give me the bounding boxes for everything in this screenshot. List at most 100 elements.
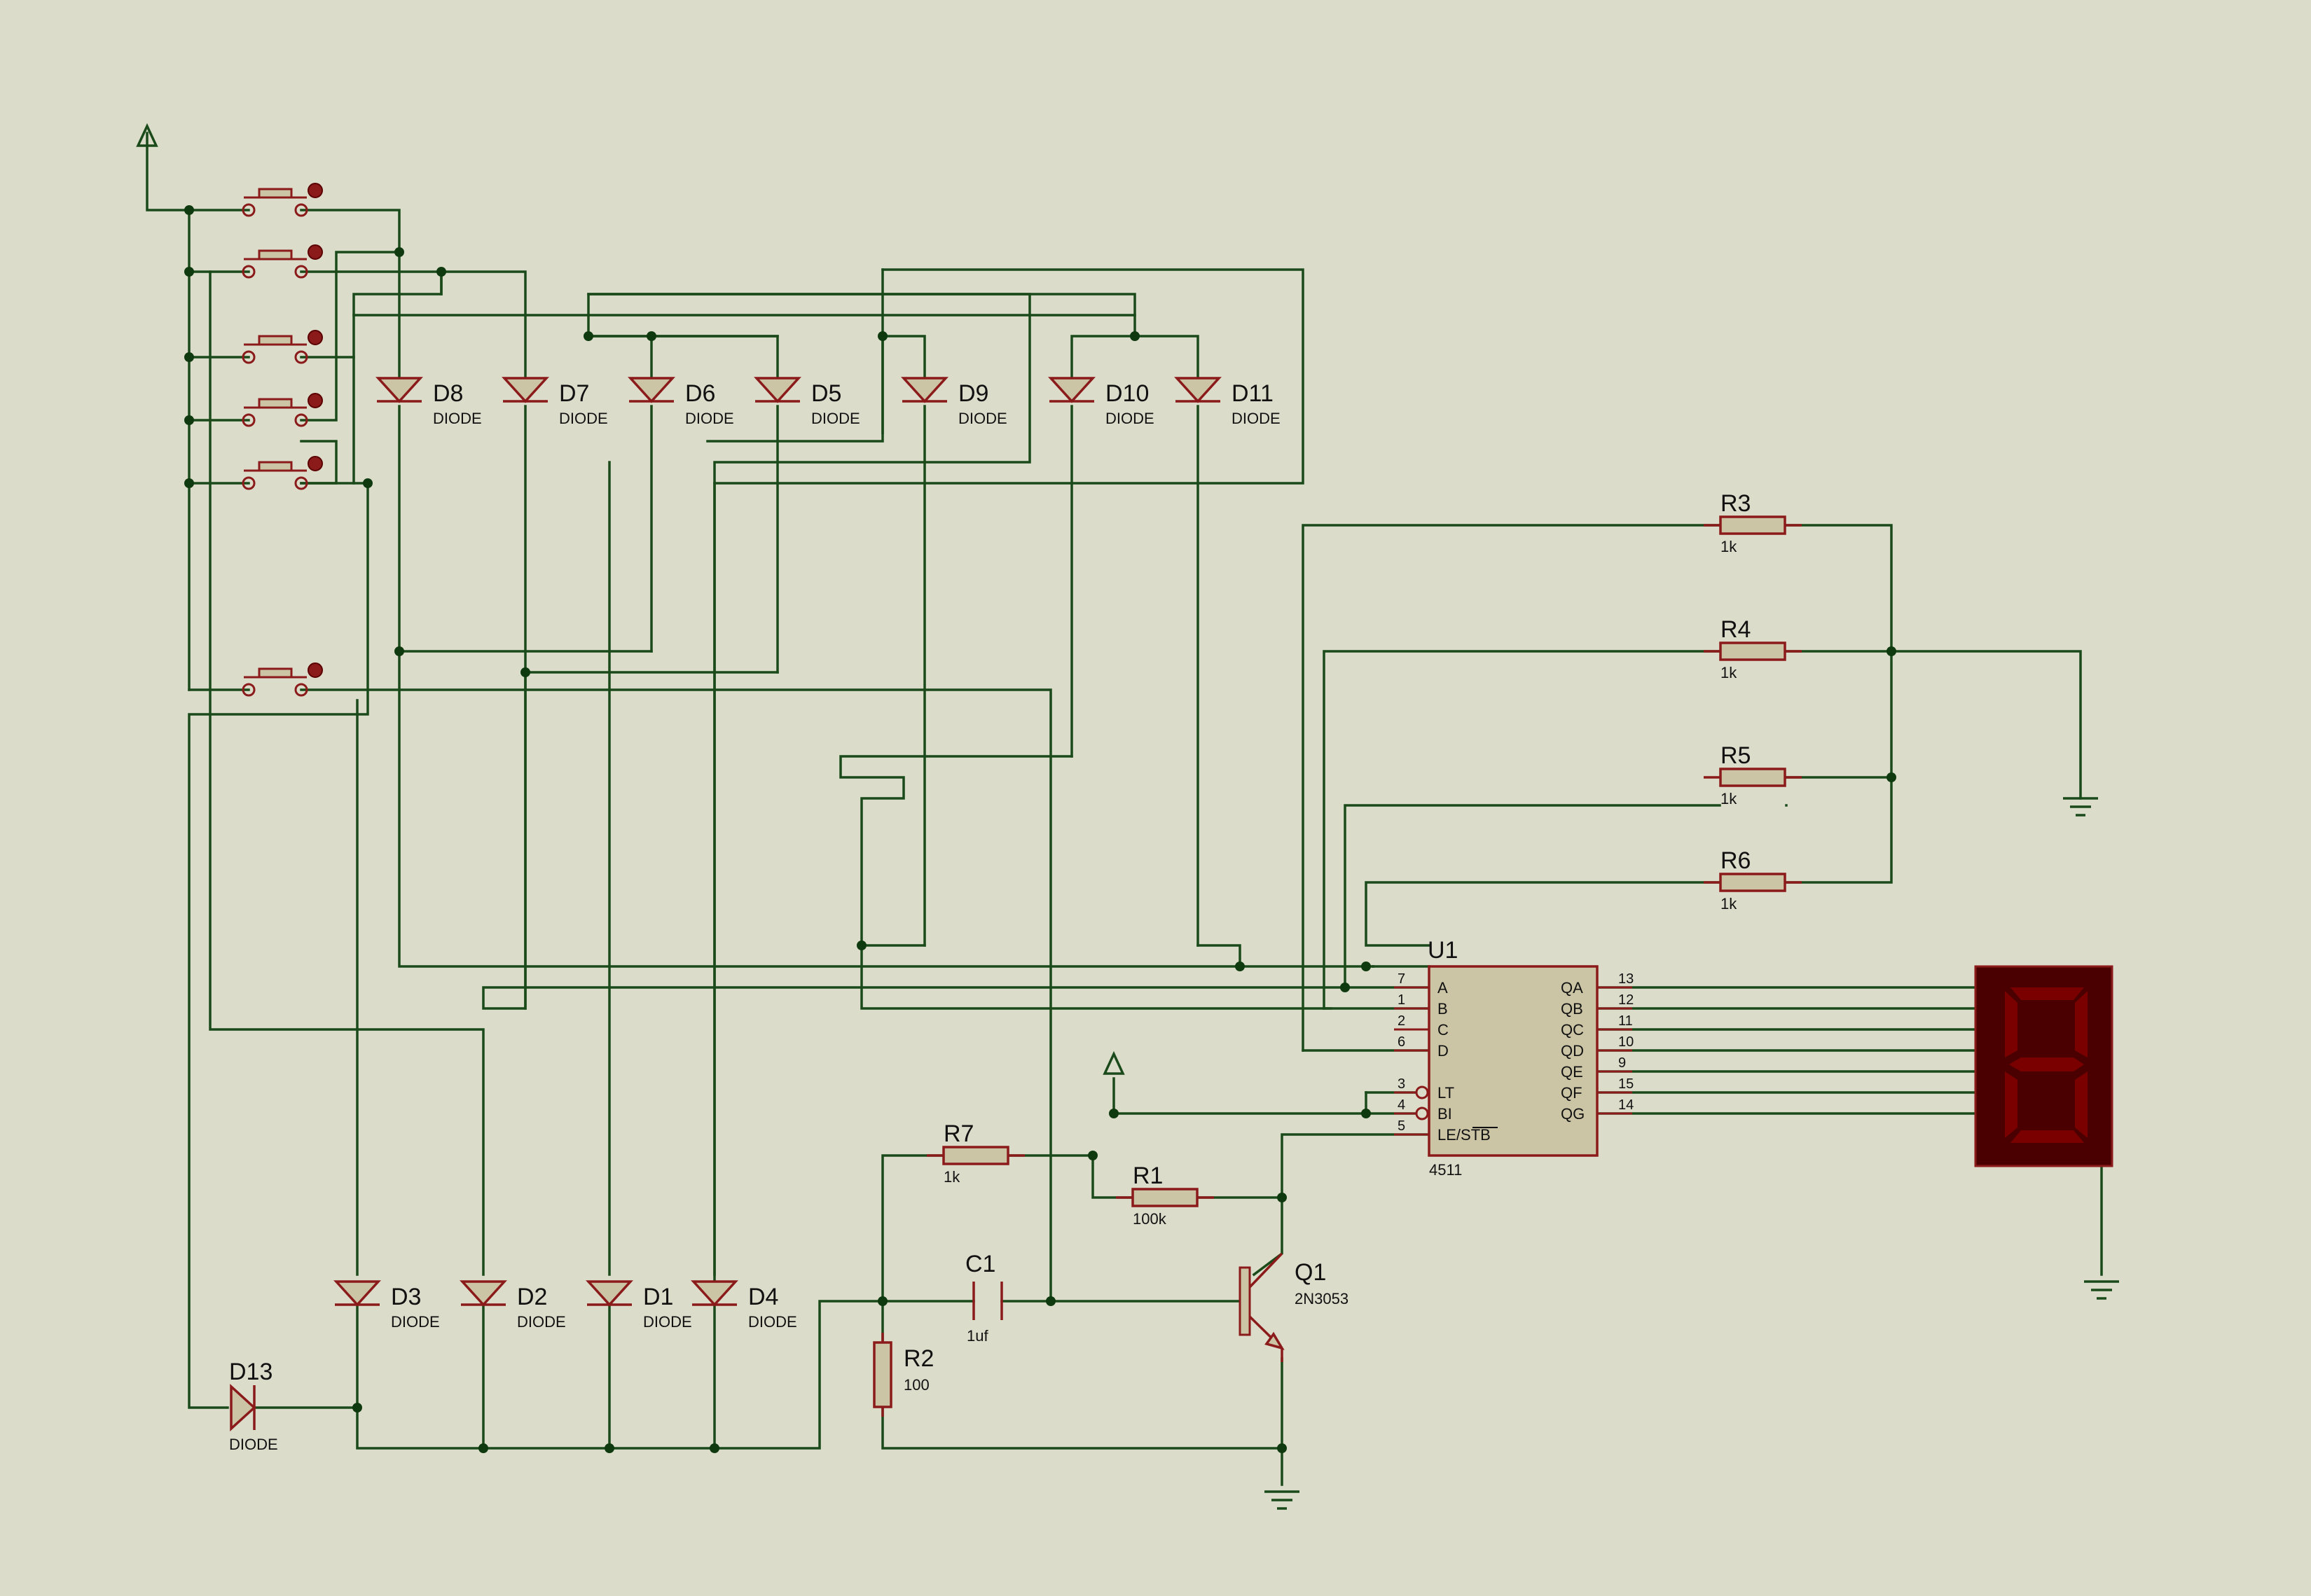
ground-transistor [1264,1490,1299,1510]
pin-number: 10 [1618,1034,1634,1050]
pin-name: BI [1437,1105,1452,1123]
pin-number: 4 [1398,1097,1405,1113]
diode-ref: D3 [391,1284,421,1310]
pin-number: 14 [1618,1097,1634,1113]
diode-ref: D2 [517,1284,547,1310]
resistor-value: 1k [1720,664,1737,681]
ground-display [2084,1280,2119,1300]
push-button-3 [242,330,323,364]
pin-number: 6 [1398,1034,1405,1050]
pin-name: LE/STB [1437,1126,1491,1144]
push-button-4 [242,393,323,427]
segment-g [2009,1057,2084,1071]
pin-name: QD [1561,1042,1584,1060]
wires [146,132,2103,1486]
vcc-terminal-left [136,123,158,147]
push-button-5 [242,456,323,490]
diode-ref: D1 [643,1284,673,1310]
q1-ref: Q1 [1295,1259,1326,1286]
segment-c [2075,1071,2088,1138]
diode-value: DIODE [685,410,734,427]
push-button-1 [242,183,323,217]
diodes: D8DIODED7DIODED6DIODED5DIODED9DIODED10DI… [229,377,1281,1453]
pin-name: D [1437,1042,1449,1060]
segment-f [2005,991,2017,1057]
resistor-value: 1k [1720,895,1737,913]
diode-value: DIODE [643,1313,692,1331]
digit-segments [2005,987,2088,1143]
resistor-value: 1k [1720,790,1737,807]
resistor-r3: R3 1k [1704,490,1802,555]
diode-value: DIODE [1232,410,1281,427]
pin-name: LT [1437,1084,1454,1102]
segment-b [2075,991,2088,1057]
diode-value: DIODE [517,1313,566,1331]
seven-segment-display [1974,965,2113,1167]
c1-ref: C1 [965,1251,995,1277]
transistor-q1: Q1 2N3053 [1239,1252,1348,1362]
resistor-value: 1k [944,1168,960,1186]
pin-name: QF [1561,1084,1582,1102]
push-button-6 [242,662,323,697]
ground-right [2063,797,2098,817]
pin-name: QA [1561,979,1583,997]
pin-number: 1 [1398,992,1405,1008]
ic-pin-qe: 9QE [1561,1055,1632,1081]
pin-name: C [1437,1021,1449,1039]
diode-ref: D10 [1105,380,1149,407]
diode-ref: D6 [685,380,715,407]
pin-number: 12 [1618,992,1634,1008]
diode-ref: D4 [748,1284,778,1310]
diode-value: DIODE [811,410,860,427]
diode-value: DIODE [748,1313,797,1331]
diode-ref: D5 [811,380,841,407]
diode-value: DIODE [559,410,608,427]
segment-e [2005,1071,2017,1138]
diode-ref: D8 [433,380,463,407]
pin-number: 7 [1398,971,1405,987]
resistor-value: 1k [1720,538,1737,555]
pin-name: QB [1561,1000,1583,1018]
pin-name: QE [1561,1063,1583,1081]
diode-ref: D9 [958,380,988,407]
resistor-ref: R7 [944,1120,974,1147]
diode-value: DIODE [958,410,1007,427]
resistor-ref: R1 [1133,1163,1163,1189]
pin-number: 9 [1618,1055,1626,1071]
resistor-ref: R3 [1720,490,1751,517]
capacitor-c1: C1 1uf [965,1251,1003,1345]
diode-value: DIODE [229,1436,278,1453]
diode-ref: D13 [229,1359,273,1385]
resistor-ref: R4 [1720,616,1751,643]
resistor-r4: R4 1k [1704,616,1802,681]
junction-dots [184,205,1896,1453]
diode-value: DIODE [391,1313,440,1331]
pin-number: 13 [1618,971,1634,987]
pin-number: 2 [1398,1013,1405,1029]
pin-number: 5 [1398,1118,1405,1134]
